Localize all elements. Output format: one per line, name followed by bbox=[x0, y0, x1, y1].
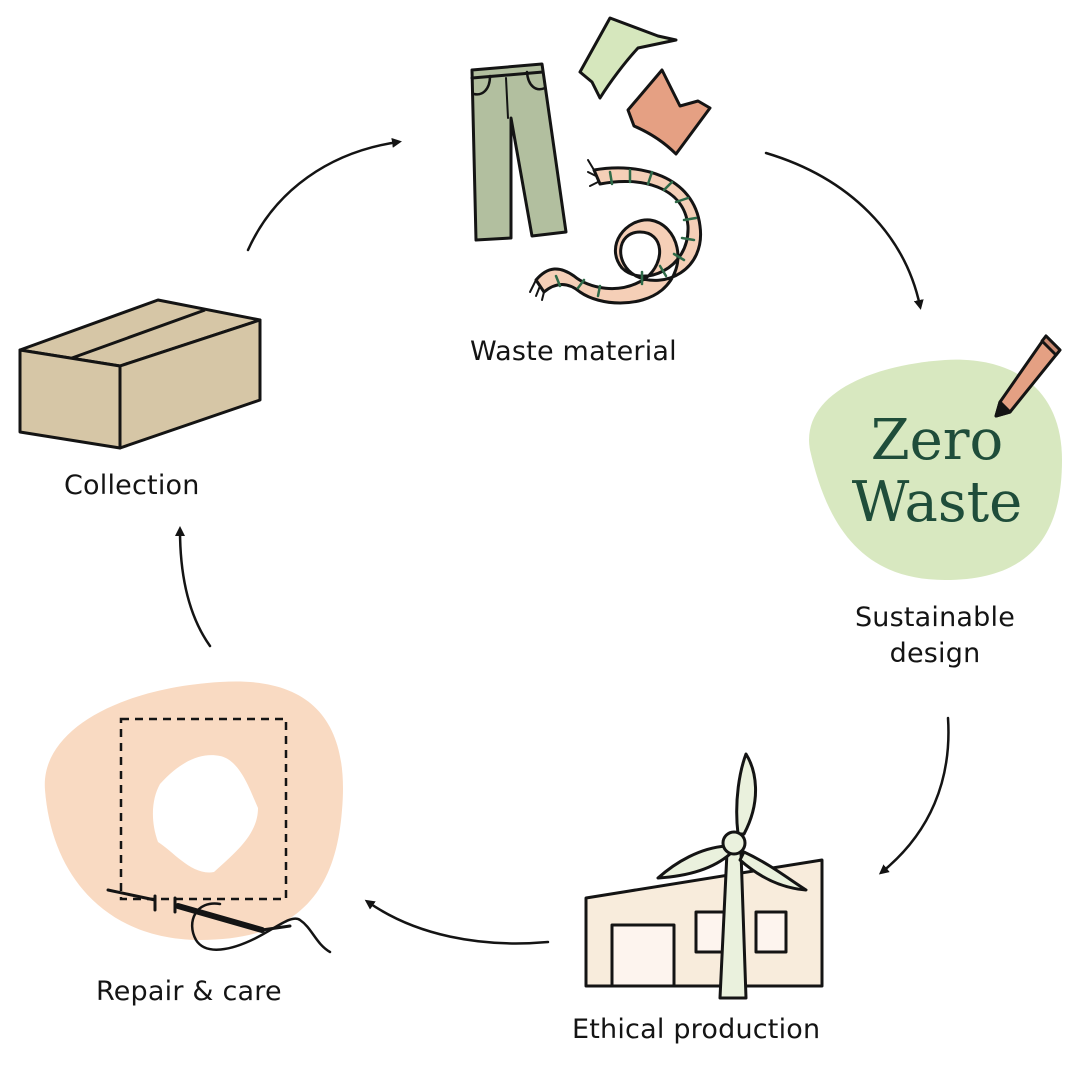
cycle-arrows bbox=[175, 137, 950, 945]
label-sustainable-design-line2: design bbox=[889, 638, 981, 669]
label-waste-material: Waste material bbox=[470, 336, 677, 367]
patch-stitch-outline bbox=[119, 717, 288, 901]
label-sustainable-design-line1: Sustainable bbox=[854, 602, 1016, 633]
factory-with-wind-turbine-illustration bbox=[584, 752, 824, 1000]
arrow-waste-to-design bbox=[764, 151, 924, 310]
green-cloth-scrap-icon bbox=[578, 16, 678, 100]
zero-waste-title-line1: Zero bbox=[870, 408, 1004, 473]
pencil-icon bbox=[994, 334, 1062, 418]
arrow-production-to-repair bbox=[364, 899, 550, 945]
red-cloth-scrap-icon bbox=[626, 68, 712, 156]
label-repair-and-care: Repair & care bbox=[96, 976, 282, 1007]
arrow-collection-to-waste bbox=[246, 137, 402, 252]
arrow-repair-to-collection bbox=[175, 526, 212, 648]
factory-window-left bbox=[694, 910, 726, 954]
turbine-hub bbox=[721, 830, 747, 856]
turbine-tower bbox=[718, 850, 748, 1000]
pants-icon bbox=[470, 62, 568, 242]
zero-waste-title: Zero Waste bbox=[807, 410, 1067, 534]
needle-and-thread-icon bbox=[106, 888, 332, 954]
label-sustainable-design: Sustainable design bbox=[840, 600, 1030, 672]
turbine-blade-top bbox=[735, 752, 757, 836]
arrow-design-to-production bbox=[878, 716, 950, 875]
zero-waste-title-line2: Waste bbox=[851, 470, 1023, 535]
waste-material-illustration bbox=[470, 16, 712, 305]
scarf-icon bbox=[529, 159, 703, 305]
turbine-blade-right bbox=[738, 850, 808, 892]
turbine-blade-left bbox=[656, 844, 732, 880]
label-collection: Collection bbox=[64, 470, 200, 501]
cardboard-box-icon bbox=[18, 298, 262, 450]
label-ethical-production: Ethical production bbox=[572, 1014, 821, 1045]
fabric-hole bbox=[152, 755, 258, 873]
factory-door bbox=[610, 923, 676, 988]
factory-window-right bbox=[754, 910, 788, 954]
